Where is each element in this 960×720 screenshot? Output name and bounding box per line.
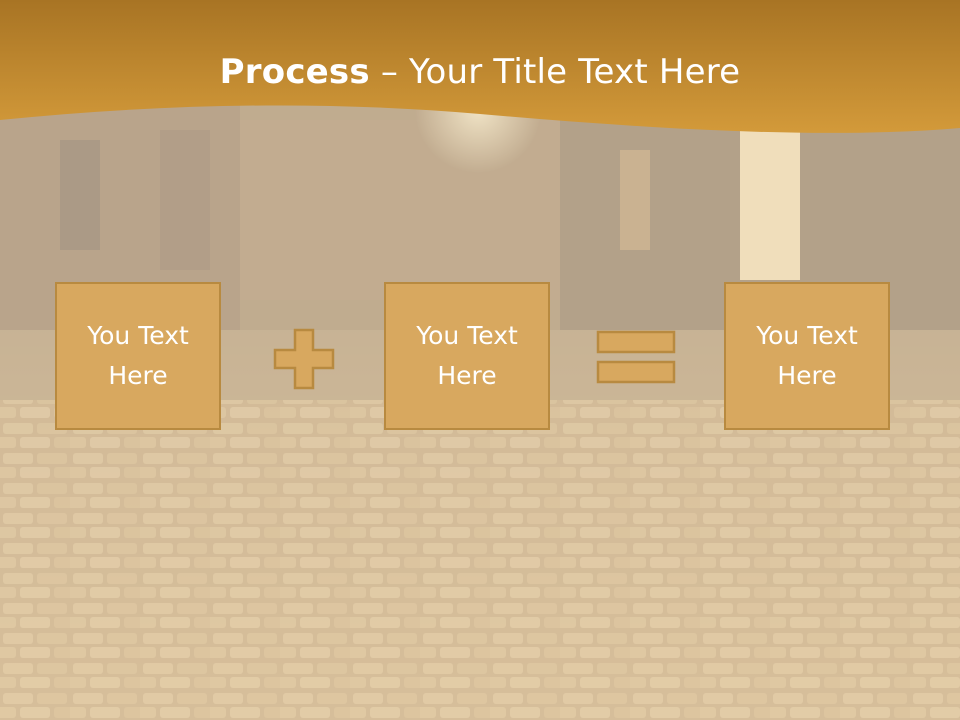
process-step-3-text: You Text Here: [756, 321, 858, 390]
process-step-1-box: You Text Here: [55, 282, 221, 430]
process-step-2-text: You Text Here: [416, 321, 518, 390]
process-step-1-text: You Text Here: [87, 321, 189, 390]
equals-icon: [596, 330, 676, 384]
plus-icon: [273, 328, 335, 390]
title-bold-text: Process: [219, 52, 370, 92]
title-rest-text: Your Title Text Here: [409, 52, 741, 92]
process-step-3-box: You Text Here: [724, 282, 890, 430]
process-step-2-box: You Text Here: [384, 282, 550, 430]
title-separator: –: [369, 52, 410, 92]
slide-title: Process – Your Title Text Here: [0, 52, 960, 92]
